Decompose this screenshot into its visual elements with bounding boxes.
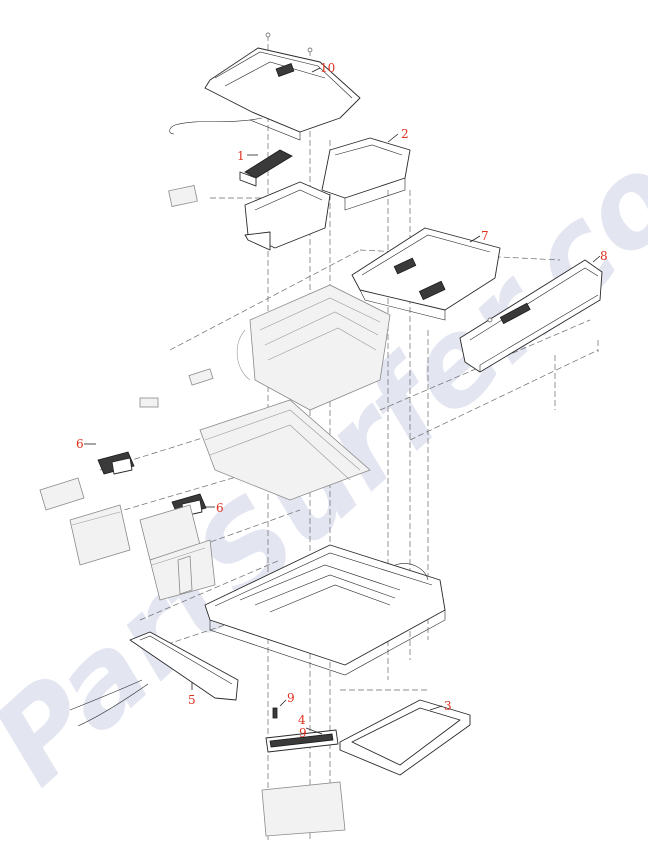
- part-10-top-cover: [169, 32, 361, 141]
- part-2-upper-right-cover: [321, 137, 411, 211]
- callout-4: 4: [298, 713, 306, 727]
- callout-labels: 10 2 1 7 8 6 6 5 9 4 9 3: [76, 61, 608, 740]
- callout-5: 5: [188, 693, 196, 707]
- main-print-mechanism: [139, 284, 391, 411]
- callout-6: 6: [216, 501, 224, 515]
- callout-8: 8: [600, 249, 608, 263]
- callout-9: 9: [299, 726, 307, 740]
- part-5-side-rail: [69, 631, 239, 727]
- callout-6: 6: [76, 437, 84, 451]
- left-side-linkages: [39, 477, 216, 601]
- callout-7: 7: [481, 229, 489, 243]
- part-7-paper-tray-cover: [351, 227, 501, 321]
- center-mechanism-assembly: [168, 181, 331, 251]
- callout-9: 9: [287, 691, 295, 705]
- callout-10: 10: [320, 61, 335, 75]
- callout-2: 2: [401, 127, 409, 141]
- part-6-latch-upper: [97, 451, 135, 475]
- callout-3: 3: [444, 699, 452, 713]
- base-frame: [204, 544, 446, 676]
- part-3-glass-panel: [339, 699, 471, 776]
- part-4-hinge-bar: [261, 729, 346, 837]
- part-1-bracket: [239, 149, 293, 187]
- watermark: PartSurfer.com: [0, 45, 648, 811]
- callout-1: 1: [237, 149, 245, 163]
- middle-plate: [199, 399, 371, 501]
- part-8-front-panel: [459, 259, 603, 373]
- callout-leaders: [84, 67, 601, 735]
